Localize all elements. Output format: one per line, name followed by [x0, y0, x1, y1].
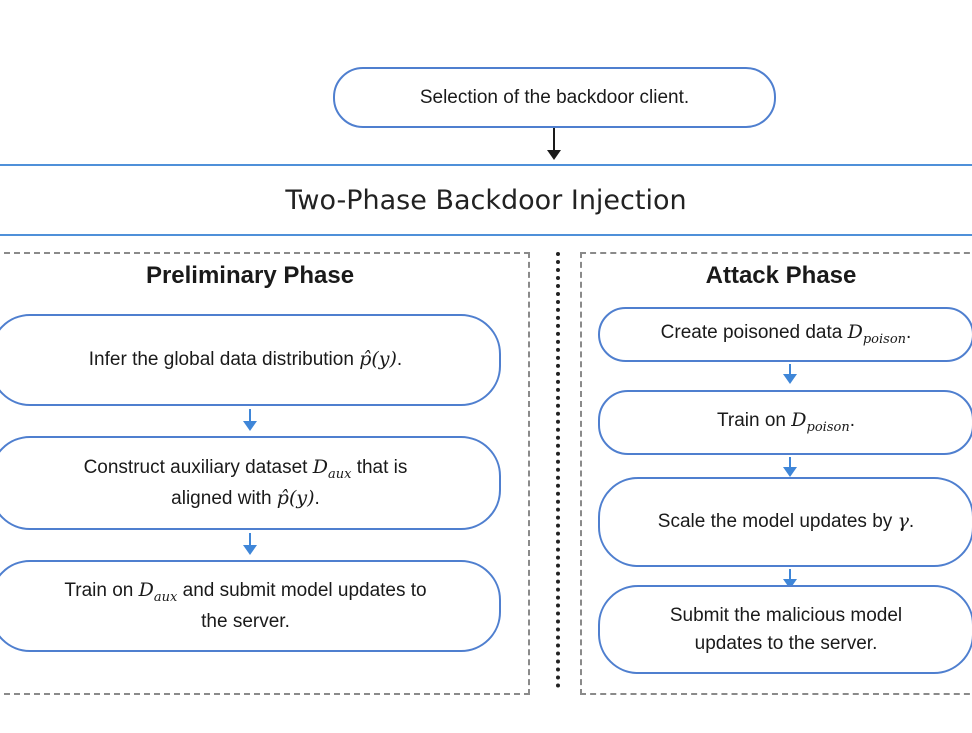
train-poison-sub: poison: [806, 419, 850, 435]
attack-step-create: Create poisoned data Dpoison.: [598, 307, 972, 362]
infer-end: .: [396, 349, 403, 371]
preliminary-panel: [0, 252, 530, 695]
construct-line2a: aligned with: [171, 487, 277, 509]
preliminary-step-infer: Infer the global data distribution p̂(y)…: [0, 314, 501, 406]
attack-step-scale: Scale the model updates by γ.: [598, 477, 972, 567]
scale-math: γ: [897, 510, 909, 533]
create-text: Create poisoned data: [660, 322, 848, 344]
attack-step-submit: Submit the malicious model updates to th…: [598, 585, 972, 674]
construct-sub: aux: [327, 466, 352, 482]
preliminary-step-train: Train on Daux and submit model updates t…: [0, 560, 501, 652]
create-end: .: [906, 322, 912, 344]
train-poison-end: .: [849, 410, 855, 432]
phase-divider: [556, 252, 560, 688]
infer-math: p̂(y): [359, 348, 397, 371]
train-poison-sym: D: [791, 409, 807, 432]
train-aux-sym: D: [138, 578, 154, 601]
attack-title: Attack Phase: [705, 262, 857, 289]
scale-end: .: [908, 511, 915, 533]
train-aux-line1a: Train on: [64, 579, 139, 601]
train-aux-line1b: and submit model updates to: [177, 579, 427, 601]
selection-label: Selection of the backdoor client.: [419, 86, 690, 108]
train-poison-text: Train on: [717, 410, 792, 432]
selection-node: Selection of the backdoor client.: [333, 67, 776, 128]
attack-step-train: Train on Dpoison.: [598, 390, 972, 455]
infer-text: Infer the global data distribution: [88, 349, 360, 371]
title-band: Two-Phase Backdoor Injection: [0, 164, 972, 236]
construct-math: p̂(y): [276, 486, 315, 509]
construct-sym: D: [312, 455, 328, 478]
create-sym: D: [847, 321, 863, 344]
band-title: Two-Phase Backdoor Injection: [285, 184, 687, 216]
preliminary-step-construct: Construct auxiliary dataset Daux that is…: [0, 436, 501, 530]
train-aux-sub: aux: [153, 589, 178, 605]
submit-line2: updates to the server.: [694, 632, 878, 654]
construct-line1b: that is: [351, 456, 408, 478]
attack-panel: [580, 252, 972, 695]
create-sub: poison: [862, 331, 907, 347]
construct-line1a: Construct auxiliary dataset: [83, 456, 313, 478]
scale-text: Scale the model updates by: [657, 511, 898, 533]
preliminary-title: Preliminary Phase: [145, 262, 355, 289]
submit-line1: Submit the malicious model: [669, 604, 903, 626]
train-aux-line2: the server.: [201, 610, 290, 632]
construct-end: .: [314, 487, 320, 509]
